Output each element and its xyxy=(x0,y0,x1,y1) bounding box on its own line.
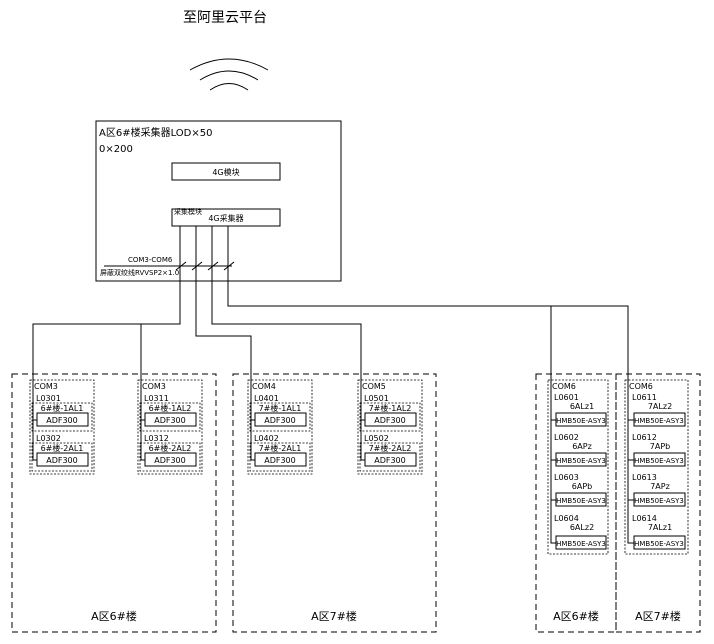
meter-id: L0614 xyxy=(632,514,657,523)
meter-group: COM6 L0611 7ALz2 HMB50E-ASY3 L0612 7APb … xyxy=(624,379,689,555)
building-zone-a7 xyxy=(232,373,437,633)
meter-id: L0302 xyxy=(36,434,61,443)
com-port-label: COM6 xyxy=(552,382,576,391)
meter-name: 6#楼-1AL1 xyxy=(41,403,84,413)
meter-id: L0602 xyxy=(554,433,579,442)
meter-id: L0601 xyxy=(554,393,579,402)
meter-model: HMB50E-ASY3 xyxy=(634,417,684,425)
bus-tick-marks xyxy=(175,261,235,271)
meter-id: L0613 xyxy=(632,473,657,482)
meter-group: COM6 L0601 6ALz1 HMB50E-ASY3 L0602 6APz … xyxy=(547,379,609,555)
meter-name: 7APb xyxy=(650,442,670,451)
meter-id: L0612 xyxy=(632,433,657,442)
building-label: A区7#楼 xyxy=(311,609,357,623)
meter-id: L0402 xyxy=(254,434,279,443)
collector-title: A区6#楼采集器LOD×50 xyxy=(99,126,212,139)
building-zone-a6 xyxy=(11,373,217,633)
meter-id: L0501 xyxy=(364,394,389,403)
meter-model: HMB50E-ASY3 xyxy=(556,417,606,425)
cloud-platform-label: 至阿里云平台 xyxy=(183,10,267,26)
com-port-label: COM4 xyxy=(252,382,276,391)
meter-name: 6#楼-2AL1 xyxy=(41,443,84,453)
com-port-label: COM3 xyxy=(34,382,58,391)
meter-id: L0603 xyxy=(554,473,579,482)
meter-group: COM3 L0301 6#楼-1AL1 ADF300 L0302 6#楼-2AL… xyxy=(29,379,95,475)
com-port-label: COM6 xyxy=(629,382,653,391)
meter-model: ADF300 xyxy=(154,456,186,465)
building-label: A区7#楼 xyxy=(635,609,681,623)
com-port-label: COM5 xyxy=(362,382,386,391)
meter-name: 7#楼-1AL2 xyxy=(369,403,412,413)
meter-model: ADF300 xyxy=(264,456,296,465)
com-port-label: COM3 xyxy=(142,382,166,391)
meter-name: 7ALz1 xyxy=(648,523,672,532)
building-zone-a7-hm xyxy=(615,373,701,633)
meter-model: ADF300 xyxy=(374,416,406,425)
meter-model: HMB50E-ASY3 xyxy=(556,540,606,548)
meter-group: COM4 L0401 7#楼-1AL1 ADF300 L0402 7#楼-2AL… xyxy=(247,379,313,475)
collector-cabinet xyxy=(95,120,342,282)
meter-name: 7ALz2 xyxy=(648,402,672,411)
building-label: A区6#楼 xyxy=(553,609,599,623)
building-zone-a6-hm xyxy=(535,373,617,633)
meter-name: 7#楼-2AL1 xyxy=(259,443,302,453)
meter-group: COM5 L0501 7#楼-1AL2 ADF300 L0502 7#楼-2AL… xyxy=(357,379,423,475)
meter-id: L0401 xyxy=(254,394,279,403)
meter-name: 7#楼-2AL2 xyxy=(369,443,412,453)
meter-model: ADF300 xyxy=(46,456,78,465)
meter-name: 6#楼-1AL2 xyxy=(149,403,192,413)
meter-model: ADF300 xyxy=(154,416,186,425)
meter-model: HMB50E-ASY3 xyxy=(556,457,606,465)
4g-module-label: 4G模块 xyxy=(212,167,239,177)
meter-id: L0604 xyxy=(554,514,579,523)
bus-label: COM3-COM6 xyxy=(128,256,173,264)
meter-name: 6APb xyxy=(572,482,592,491)
4g-module xyxy=(171,162,281,181)
wireless-signal-icon xyxy=(189,58,269,91)
meter-name: 6ALz1 xyxy=(570,402,594,411)
meter-name: 6#楼-2AL2 xyxy=(149,443,192,453)
meter-id: L0502 xyxy=(364,434,389,443)
4g-collector-label: 4G采集器 xyxy=(208,213,243,223)
meter-model: ADF300 xyxy=(46,416,78,425)
meter-id: L0312 xyxy=(144,434,169,443)
meter-id: L0301 xyxy=(36,394,61,403)
meter-model: ADF300 xyxy=(374,456,406,465)
meter-name: 7#楼-1AL1 xyxy=(259,403,302,413)
4g-collector-tag: 采集模块 xyxy=(174,207,202,216)
meter-model: HMB50E-ASY3 xyxy=(634,540,684,548)
meter-model: HMB50E-ASY3 xyxy=(634,497,684,505)
collector-subtitle: 0×200 xyxy=(99,144,133,155)
meter-group: COM3 L0311 6#楼-1AL2 ADF300 L0312 6#楼-2AL… xyxy=(137,379,203,475)
building-label: A区6#楼 xyxy=(91,609,137,623)
meter-model: HMB50E-ASY3 xyxy=(556,497,606,505)
meter-name: 7APz xyxy=(650,482,670,491)
meter-id: L0311 xyxy=(144,394,169,403)
meter-id: L0611 xyxy=(632,393,657,402)
cable-label: 屏蔽双绞线RVVSP2×1.0 xyxy=(100,268,179,277)
4g-collector-module xyxy=(171,208,281,227)
meter-model: HMB50E-ASY3 xyxy=(634,457,684,465)
meter-name: 6ALz2 xyxy=(570,523,594,532)
meter-name: 6APz xyxy=(572,442,592,451)
meter-model: ADF300 xyxy=(264,416,296,425)
